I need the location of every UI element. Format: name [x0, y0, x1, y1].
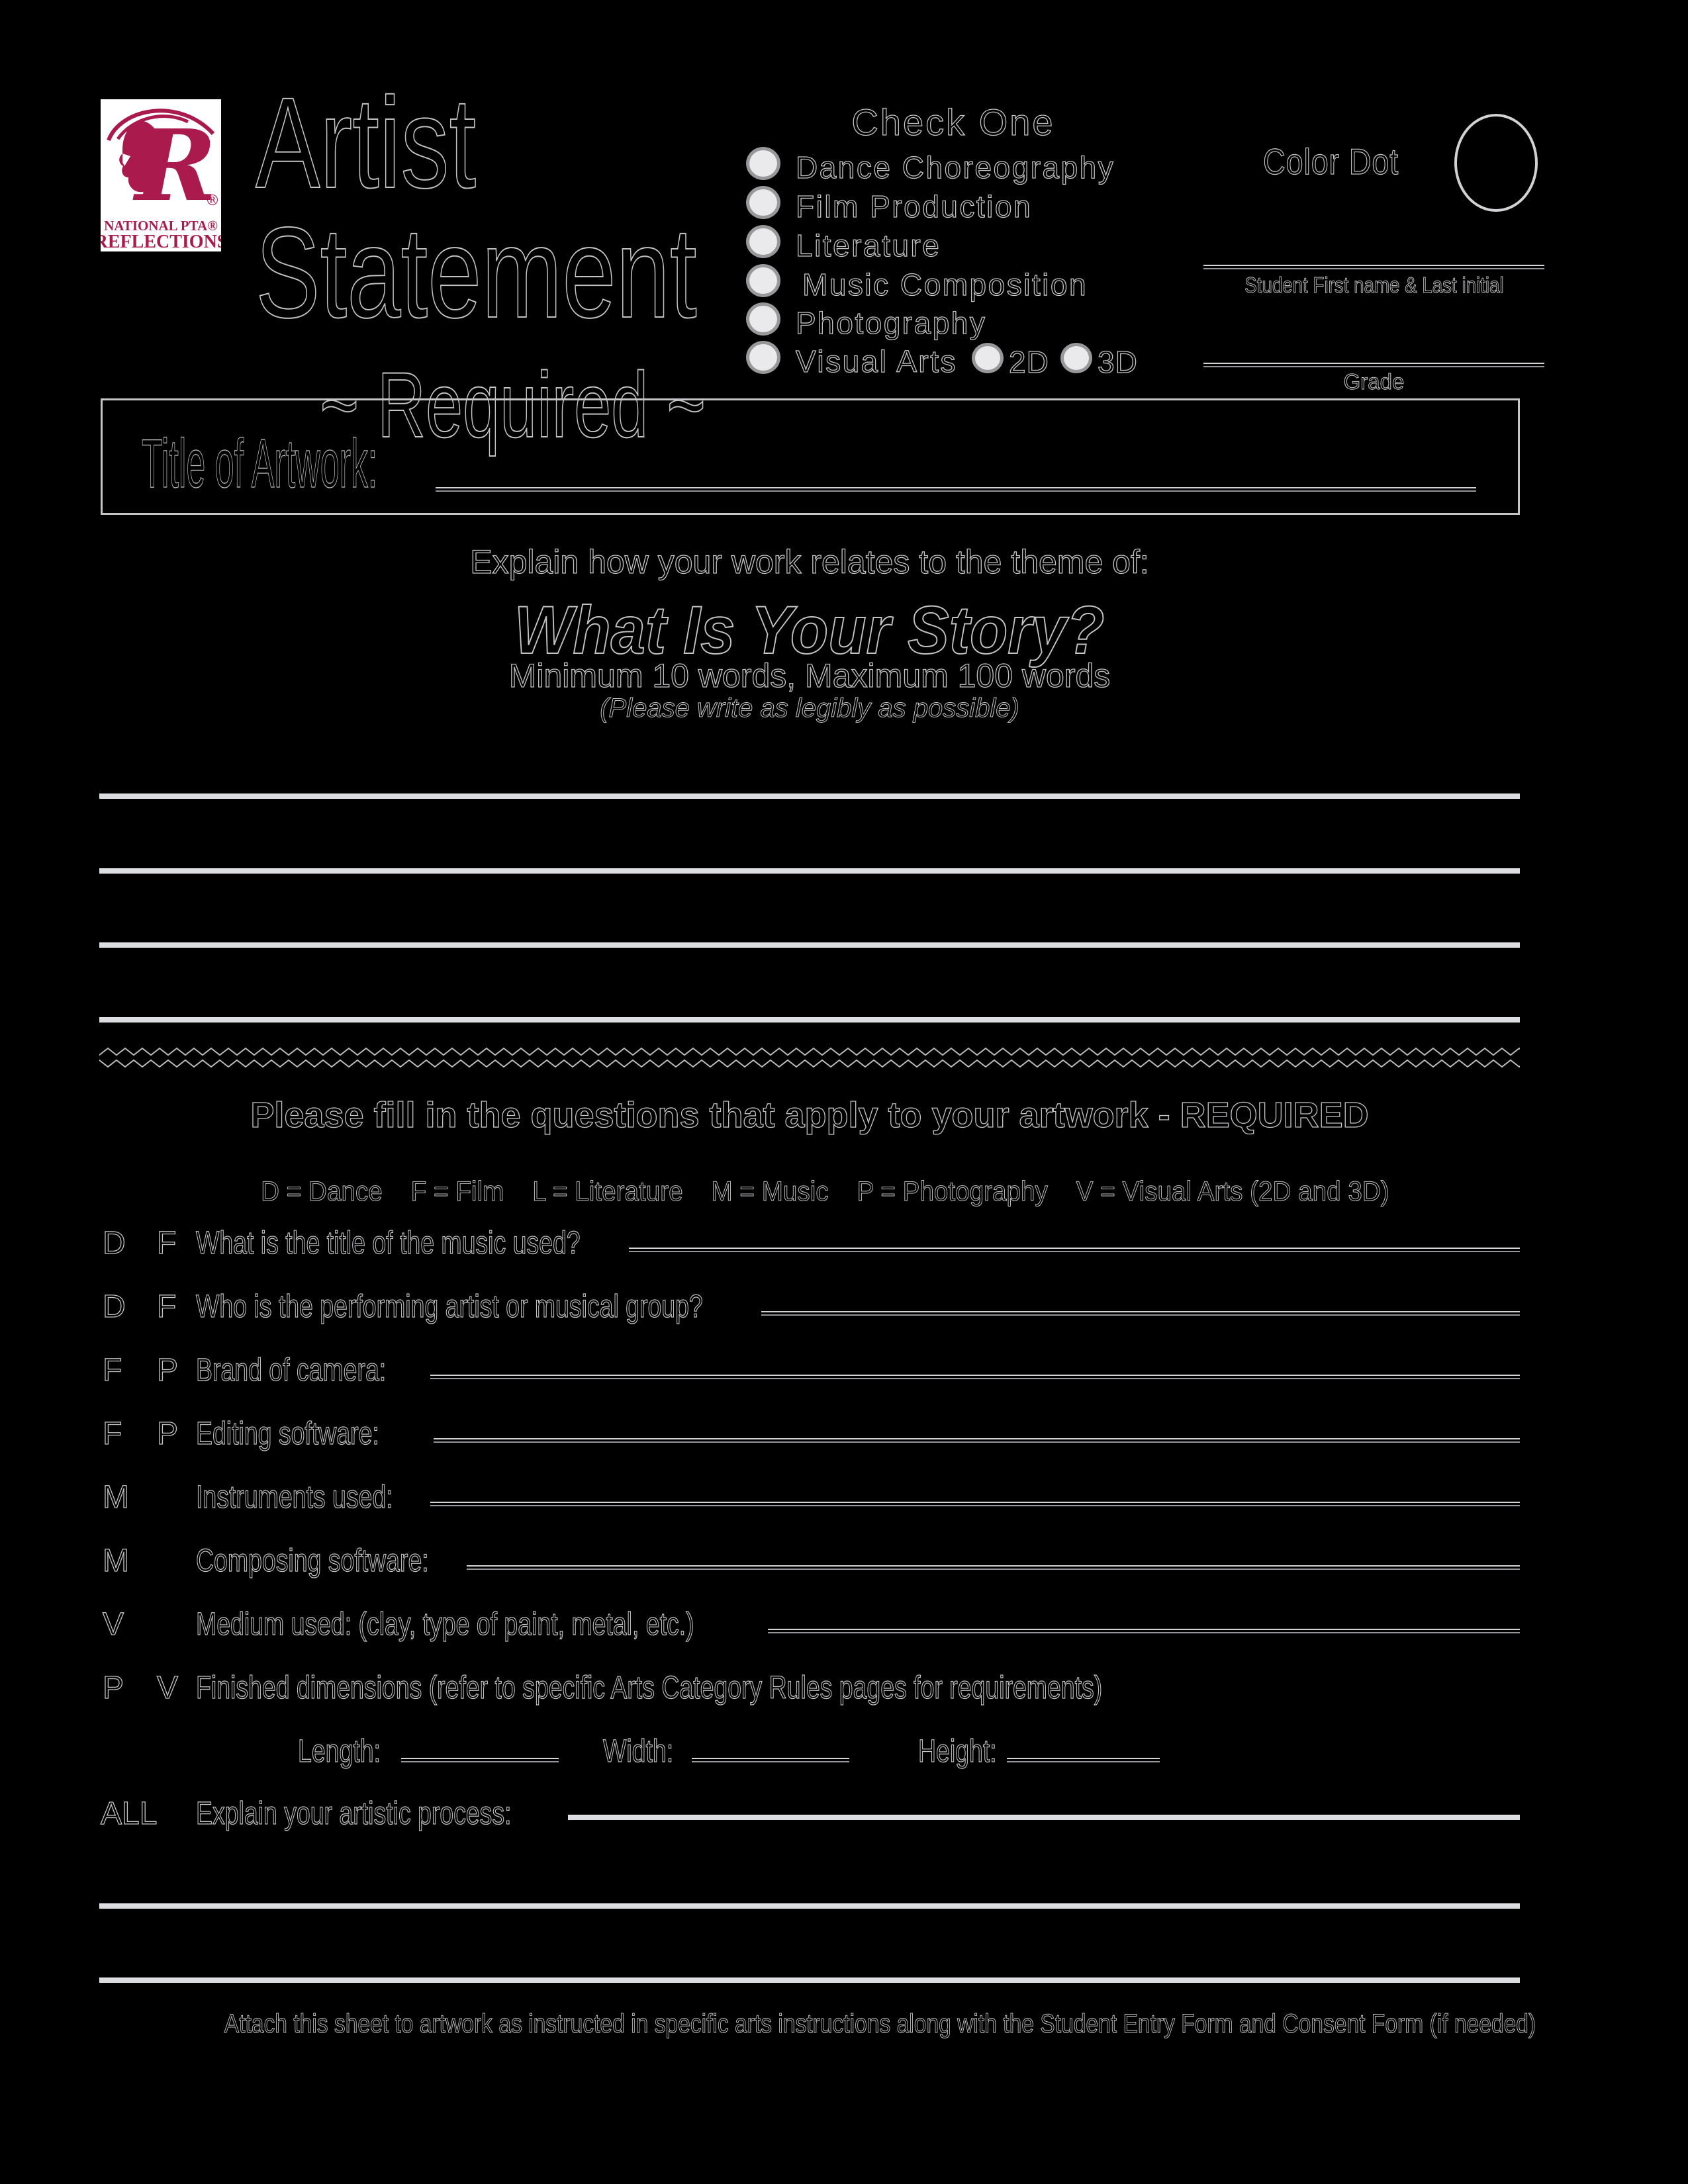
- height-label: Height:: [917, 1733, 997, 1769]
- check-one-title: Check One: [851, 101, 1055, 143]
- radio-visual-arts-2d[interactable]: [972, 343, 1004, 373]
- theme-title: What Is Your Story?: [514, 592, 1105, 668]
- process-line-1[interactable]: [568, 1815, 1520, 1820]
- question-5-label: Instruments used:: [195, 1479, 393, 1515]
- question-8-code-2: V: [156, 1670, 179, 1706]
- option-label-music: Music Composition: [802, 267, 1088, 302]
- radio-literature[interactable]: [746, 225, 780, 258]
- form-title-line1: Artist: [255, 71, 477, 215]
- question-7-code-1: V: [102, 1606, 124, 1642]
- radio-visual-arts[interactable]: [746, 341, 780, 374]
- face-silhouette: [119, 120, 165, 194]
- process-line-2[interactable]: [99, 1903, 1520, 1909]
- pta-reflections-logo: R ® NATIONAL PTA® REFLECTIONS: [101, 99, 221, 251]
- question-2-code-1: D: [102, 1289, 126, 1324]
- title-of-artwork-field[interactable]: [436, 487, 1476, 492]
- questions-legend: D = Dance F = Film L = Literature M = Mu…: [261, 1175, 1389, 1207]
- theme-prompt: Explain how your work relates to the the…: [470, 543, 1150, 580]
- question-8-label: Finished dimensions (refer to specific A…: [195, 1670, 1103, 1706]
- footer-note: Attach this sheet to artwork as instruct…: [224, 2009, 1536, 2039]
- form-subtitle-required: ~ Required ~: [320, 353, 706, 457]
- process-line-3[interactable]: [99, 1978, 1520, 1983]
- statement-line-1[interactable]: [99, 794, 1520, 799]
- option-label-visual-arts: Visual Arts: [795, 343, 957, 379]
- radio-dance[interactable]: [746, 147, 780, 180]
- width-field[interactable]: [692, 1758, 849, 1762]
- radio-photography[interactable]: [746, 302, 780, 336]
- question-4-code-2: P: [156, 1416, 179, 1451]
- diamond-divider: [99, 1047, 1520, 1068]
- width-label: Width:: [602, 1733, 674, 1769]
- title-of-artwork-label: Title of Artwork:: [142, 425, 378, 502]
- statement-line-3[interactable]: [99, 942, 1520, 948]
- height-field[interactable]: [1007, 1758, 1160, 1762]
- grade-field[interactable]: [1203, 363, 1544, 367]
- radio-music[interactable]: [746, 264, 780, 297]
- form-title-line2: Statement: [255, 201, 697, 345]
- logo-org: NATIONAL PTA®: [104, 218, 218, 234]
- question-4-field[interactable]: [434, 1438, 1520, 1443]
- radio-visual-arts-3d[interactable]: [1060, 343, 1092, 373]
- question-4-label: Editing software:: [195, 1416, 379, 1451]
- question-1-label: What is the title of the music used?: [195, 1225, 581, 1261]
- radio-film[interactable]: [746, 186, 780, 219]
- theme-word-limits: Minimum 10 words, Maximum 100 words: [508, 657, 1111, 694]
- question-7-label: Medium used: (clay, type of paint, metal…: [195, 1606, 694, 1642]
- grade-label: Grade: [1343, 369, 1405, 394]
- question-9-code-1: ALL: [100, 1796, 158, 1831]
- option-label-film: Film Production: [795, 189, 1033, 224]
- question-9-label: Explain your artistic process:: [195, 1796, 512, 1831]
- question-6-code-1: M: [102, 1543, 129, 1578]
- question-1-field[interactable]: [629, 1248, 1520, 1252]
- questions-heading: Please fill in the questions that apply …: [250, 1095, 1370, 1135]
- student-name-label: Student First name & Last initial: [1244, 273, 1504, 298]
- question-6-label: Composing software:: [195, 1543, 429, 1578]
- length-field[interactable]: [401, 1758, 559, 1762]
- color-dot-label: Color Dot: [1262, 140, 1399, 182]
- question-1-code-2: F: [156, 1225, 177, 1261]
- option-label-literature: Literature: [795, 228, 941, 263]
- logo-monogram: R: [132, 108, 216, 223]
- question-2-code-2: F: [156, 1289, 177, 1324]
- question-8-code-1: P: [102, 1670, 124, 1706]
- question-3-label: Brand of camera:: [195, 1352, 387, 1388]
- question-1-code-1: D: [102, 1225, 126, 1261]
- question-6-field[interactable]: [467, 1565, 1520, 1570]
- logo-reg-mark: ®: [205, 193, 220, 209]
- question-7-field[interactable]: [768, 1629, 1520, 1633]
- question-3-code-2: P: [156, 1352, 179, 1388]
- question-4-code-1: F: [102, 1416, 122, 1451]
- option-label-photography: Photography: [795, 305, 987, 340]
- option-label-2d: 2D: [1008, 344, 1049, 379]
- question-3-code-1: F: [102, 1352, 122, 1388]
- question-2-label: Who is the performing artist or musical …: [195, 1289, 703, 1324]
- question-3-field[interactable]: [430, 1375, 1520, 1379]
- color-dot-circle[interactable]: [1454, 114, 1538, 212]
- question-2-field[interactable]: [761, 1311, 1520, 1316]
- theme-legibility-note: (Please write as legibly as possible): [600, 694, 1020, 723]
- title-of-artwork-box: [101, 398, 1520, 515]
- option-label-dance: Dance Choreography: [795, 150, 1115, 185]
- question-5-field[interactable]: [430, 1502, 1520, 1506]
- question-5-code-1: M: [102, 1479, 129, 1515]
- student-name-field[interactable]: [1203, 265, 1544, 269]
- logo-program: REFLECTIONS: [101, 232, 221, 251]
- option-label-3d: 3D: [1097, 344, 1138, 379]
- length-label: Length:: [297, 1733, 381, 1769]
- statement-line-2[interactable]: [99, 868, 1520, 874]
- statement-line-4[interactable]: [99, 1017, 1520, 1023]
